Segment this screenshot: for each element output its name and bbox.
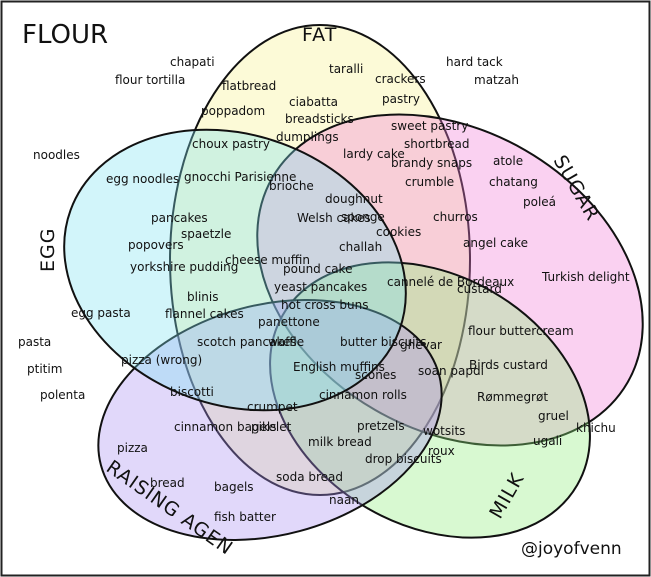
item-label: custard xyxy=(457,282,502,296)
item-label: taralli xyxy=(329,62,363,76)
item-label: pound cake xyxy=(283,262,352,276)
item-label: ugali xyxy=(533,434,562,448)
item-label: brioche xyxy=(269,179,314,193)
item-label: spaetzle xyxy=(181,227,231,241)
item-label: matzah xyxy=(474,73,519,87)
item-label: crackers xyxy=(375,72,426,86)
item-label: milk bread xyxy=(308,435,372,449)
item-label: cheese muffin xyxy=(225,253,310,267)
item-label: drop biscuits xyxy=(365,452,442,466)
item-label: Birds custard xyxy=(469,358,548,372)
item-label: wotsits xyxy=(423,424,465,438)
item-label: pretzels xyxy=(357,419,405,433)
item-label: English muffins xyxy=(293,360,385,374)
item-label: poppadom xyxy=(201,104,265,118)
item-label: naan xyxy=(329,493,359,507)
item-label: doughnut xyxy=(325,192,383,206)
item-label: crumble xyxy=(405,175,454,189)
item-label: khichu xyxy=(576,421,616,435)
item-label: pancakes xyxy=(151,211,208,225)
item-label: flour tortilla xyxy=(115,73,185,87)
item-label: hard tack xyxy=(446,55,503,69)
item-label: soan papdi xyxy=(418,364,484,378)
set-shape-sugar xyxy=(256,113,644,447)
set-label-egg: EGG xyxy=(37,228,59,272)
item-label: pizza (wrong) xyxy=(121,353,202,367)
item-label: gnocchi Parisienne xyxy=(184,170,296,184)
item-label: breadsticks xyxy=(285,112,354,126)
item-label: biscotti xyxy=(170,385,214,399)
item-label: shortbread xyxy=(404,137,469,151)
item-label: scones xyxy=(355,368,396,382)
item-label: atole xyxy=(493,154,523,168)
item-label: egg pasta xyxy=(71,306,131,320)
item-label: pasta xyxy=(18,335,51,349)
set-shape-raising-agen xyxy=(97,299,443,541)
item-label: bagels xyxy=(214,480,254,494)
item-label: flannel cakes xyxy=(165,307,244,321)
item-label: roux xyxy=(428,444,455,458)
item-label: yeast pancakes xyxy=(274,280,367,294)
item-label: butter biscuits xyxy=(340,335,426,349)
item-label: panettone xyxy=(258,315,320,329)
item-label: yorkshire pudding xyxy=(130,260,238,274)
item-label: scotch pancakes xyxy=(197,335,297,349)
item-label: churros xyxy=(433,210,478,224)
item-label: hot cross buns xyxy=(281,298,368,312)
item-label: egg noodles xyxy=(106,172,179,186)
item-label: sponge xyxy=(341,210,385,224)
item-label: ciabatta xyxy=(289,95,338,109)
item-label: pastry xyxy=(382,92,420,106)
item-labels: chapati flour tortilla hard tack matzah … xyxy=(18,55,630,524)
set-shape-milk xyxy=(269,261,591,539)
item-label: waffle xyxy=(268,335,304,349)
item-label: cannelé de Bordeaux xyxy=(387,275,514,289)
item-label: ptitim xyxy=(27,362,62,376)
item-label: soda bread xyxy=(276,470,343,484)
item-label: angel cake xyxy=(463,236,528,250)
set-shape-fat xyxy=(169,24,471,496)
item-label: noodles xyxy=(33,148,80,162)
item-label: gruel xyxy=(538,409,569,423)
item-label: flour buttercream xyxy=(468,324,574,338)
item-label: pizza xyxy=(117,441,148,455)
set-label-fat: FAT xyxy=(302,24,337,46)
item-label: dumplings xyxy=(276,130,339,144)
item-label: cookies xyxy=(376,225,421,239)
item-label: cinnamon bagels xyxy=(174,420,277,434)
item-label: cinnamon rolls xyxy=(319,388,407,402)
credit-handle: @joyofvenn xyxy=(521,539,622,559)
item-label: popovers xyxy=(128,238,184,252)
set-shapes xyxy=(63,24,644,541)
item-label: chapati xyxy=(170,55,215,69)
item-label: bread xyxy=(150,476,185,490)
set-shape-egg xyxy=(63,128,407,412)
item-label: Turkish delight xyxy=(541,270,630,284)
item-label: Welsh cakes xyxy=(297,211,371,225)
item-label: blinis xyxy=(187,290,218,304)
item-label: fish batter xyxy=(214,510,276,524)
item-label: pikelet xyxy=(251,420,292,434)
item-label: choux pastry xyxy=(192,137,270,151)
item-label: lardy cake xyxy=(343,147,405,161)
item-label: ghevar xyxy=(400,338,442,352)
item-label: brandy snaps xyxy=(391,156,472,170)
item-label: crumpet xyxy=(247,400,298,414)
item-label: Rømmegrøt xyxy=(477,390,548,404)
item-label: sweet pastry xyxy=(391,119,468,133)
item-label: flatbread xyxy=(222,79,276,93)
item-label: poleá xyxy=(523,195,556,209)
item-label: challah xyxy=(339,240,382,254)
item-label: chatang xyxy=(489,175,538,189)
item-label: polenta xyxy=(40,388,85,402)
diagram-title: FLOUR xyxy=(22,20,108,50)
